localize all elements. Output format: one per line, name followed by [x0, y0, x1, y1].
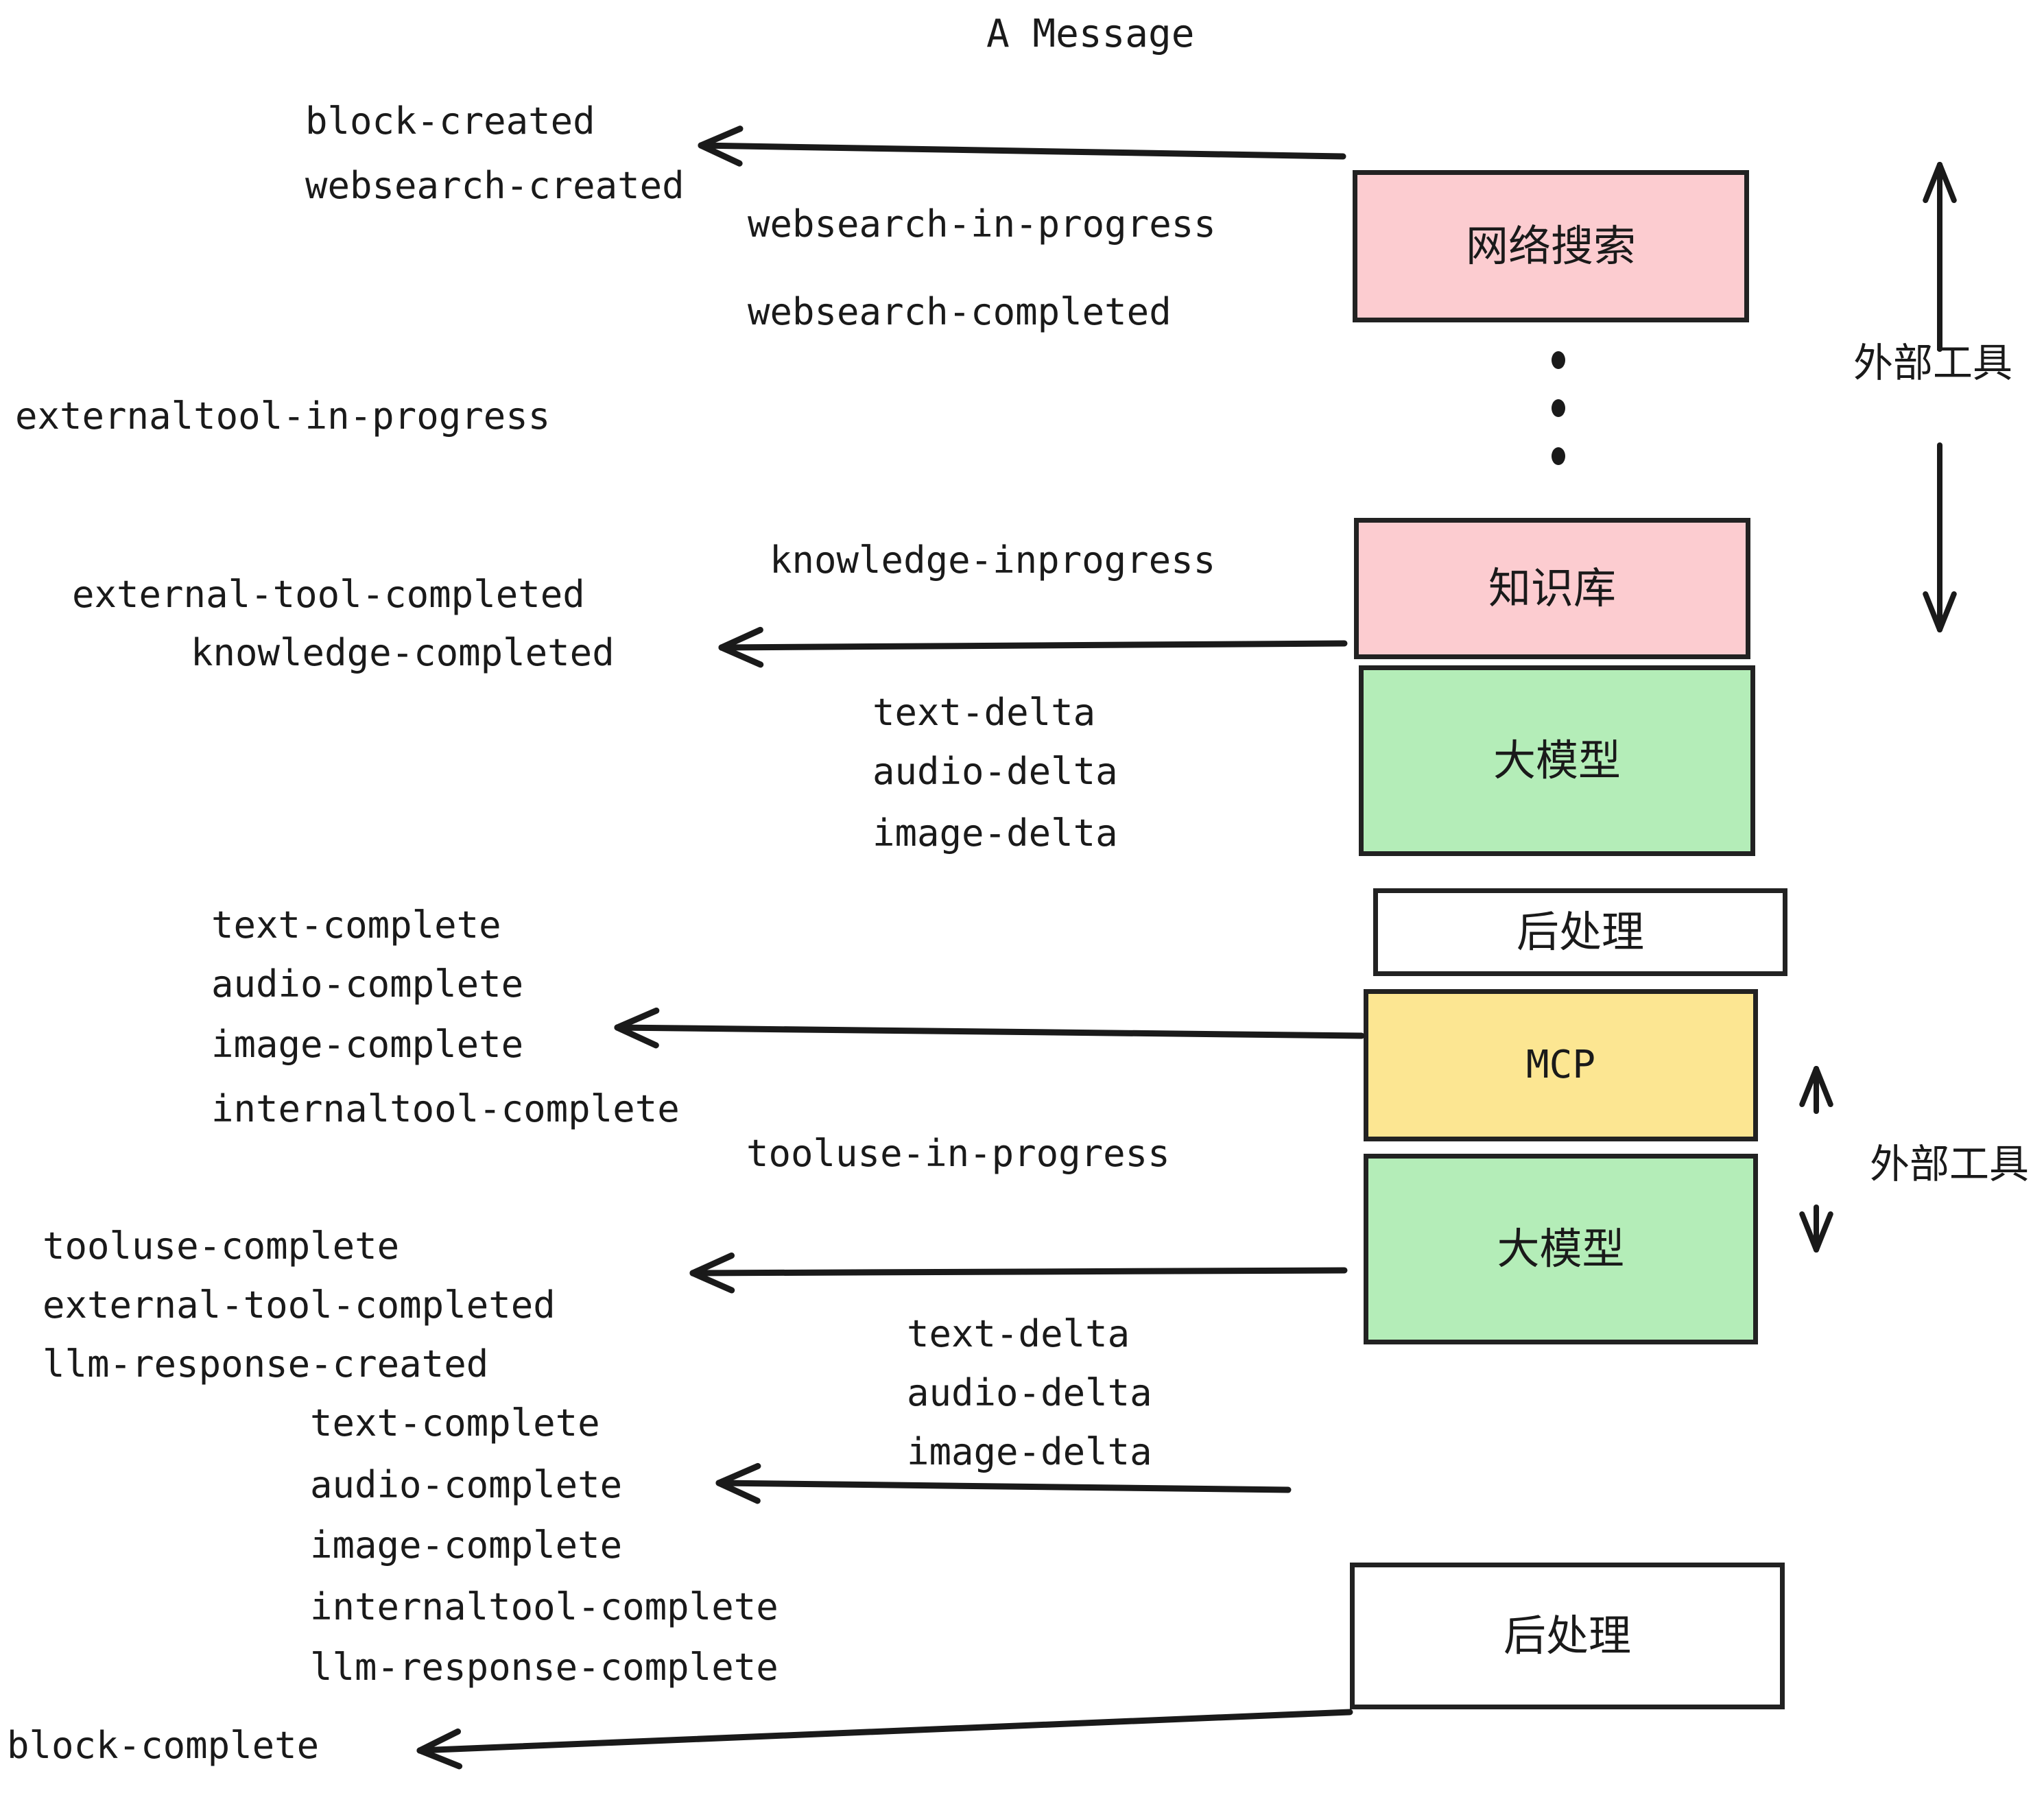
event-label-audio-delta-1: audio-delta — [872, 750, 1118, 793]
ellipsis-dot-icon — [1552, 351, 1565, 369]
arrow-tooluse-complete-head — [689, 1270, 735, 1294]
arrow-knowledge-completed-head — [718, 626, 763, 651]
node-box-llm-1[interactable]: 大模型 — [1359, 665, 1755, 856]
external-tools-arrow-bottom-head-down — [1814, 1211, 1833, 1253]
external-tools-arrow-bottom-head-down — [1799, 1211, 1819, 1253]
node-label-knowledge: 知识库 — [1488, 563, 1616, 613]
event-label-audio-complete-2: audio-complete — [310, 1463, 623, 1506]
arrow-image-complete-head — [614, 1024, 659, 1049]
node-box-knowledge[interactable]: 知识库 — [1354, 518, 1750, 659]
event-label-text-delta-1: text-delta — [872, 691, 1096, 734]
page-title: A Message — [986, 12, 1195, 56]
node-label-llm-2: 大模型 — [1497, 1224, 1625, 1274]
external-tools-arrow-top-head-down — [1937, 591, 1957, 632]
event-label-knowledge-inprogress: knowledge-inprogress — [770, 538, 1216, 582]
arrow-image-complete — [614, 1024, 1365, 1039]
arrow-tooluse-complete — [689, 1267, 1348, 1277]
external-tools-arrow-top-head-up — [1923, 162, 1942, 204]
arrow-block-created — [698, 142, 1346, 160]
event-label-externaltool-in-progress: externaltool-in-progress — [15, 394, 551, 438]
arrow-block-created-head — [698, 142, 743, 167]
event-label-tooluse-in-progress: tooluse-in-progress — [746, 1132, 1170, 1175]
arrow-block-complete-head — [416, 1728, 462, 1754]
event-label-external-tool-completed-1: external-tool-completed — [72, 573, 585, 616]
event-label-llm-response-created: llm-response-created — [43, 1342, 489, 1386]
event-label-internaltool-complete-2: internaltool-complete — [310, 1585, 779, 1628]
node-label-websearch: 网络搜索 — [1465, 221, 1636, 271]
arrow-audio-complete-head — [715, 1480, 761, 1504]
event-label-text-complete-2: text-complete — [310, 1401, 600, 1445]
event-label-audio-complete-1: audio-complete — [211, 962, 524, 1006]
arrow-knowledge-completed-head — [718, 644, 764, 668]
node-label-postprocess-2: 后处理 — [1503, 1611, 1631, 1661]
event-label-tooluse-complete: tooluse-complete — [43, 1224, 400, 1268]
arrow-image-complete-head — [614, 1007, 660, 1031]
event-label-websearch-completed: websearch-completed — [748, 290, 1172, 333]
node-label-llm-1: 大模型 — [1493, 735, 1621, 785]
arrow-knowledge-completed — [718, 640, 1348, 651]
event-label-image-delta-2: image-delta — [907, 1430, 1152, 1473]
event-label-text-delta-2: text-delta — [907, 1312, 1130, 1355]
event-label-knowledge-completed: knowledge-completed — [191, 631, 615, 674]
external-tools-arrow-bottom-head-up — [1799, 1066, 1819, 1108]
event-label-websearch-in-progress: websearch-in-progress — [748, 202, 1216, 246]
event-label-llm-response-complete: llm-response-complete — [310, 1646, 779, 1689]
ellipsis-dot-icon — [1552, 447, 1565, 465]
event-label-block-complete: block-complete — [7, 1724, 320, 1767]
event-label-block-created: block-created — [305, 99, 595, 143]
side-label-external-tools-top: 外部工具 — [1853, 340, 2013, 386]
event-label-image-delta-1: image-delta — [872, 811, 1118, 855]
node-box-mcp[interactable]: MCP — [1364, 989, 1758, 1141]
arrow-block-complete-head — [416, 1747, 463, 1770]
external-tools-arrow-top-head-down — [1923, 591, 1942, 632]
node-box-postprocess-1[interactable]: 后处理 — [1373, 888, 1787, 976]
node-label-mcp: MCP — [1525, 1043, 1596, 1087]
arrow-audio-complete-head — [715, 1462, 761, 1486]
ellipsis-dot-icon — [1552, 399, 1565, 417]
event-label-websearch-created: websearch-created — [305, 164, 685, 207]
side-label-external-tools-bottom: 外部工具 — [1870, 1141, 2030, 1187]
arrow-block-complete — [416, 1709, 1353, 1754]
event-label-external-tool-completed-2: external-tool-completed — [43, 1283, 556, 1327]
event-label-audio-delta-2: audio-delta — [907, 1371, 1152, 1414]
node-box-websearch[interactable]: 网络搜索 — [1353, 170, 1749, 322]
event-label-image-complete-2: image-complete — [310, 1523, 623, 1567]
arrow-audio-complete — [715, 1480, 1292, 1493]
node-label-postprocess-1: 后处理 — [1516, 907, 1644, 957]
node-box-postprocess-2[interactable]: 后处理 — [1350, 1563, 1785, 1709]
external-tools-arrow-top-head-up — [1937, 162, 1957, 204]
external-tools-arrow-bottom-head-up — [1814, 1066, 1833, 1108]
event-label-image-complete-1: image-complete — [211, 1023, 524, 1066]
event-label-internaltool-complete-1: internaltool-complete — [211, 1087, 680, 1130]
arrow-tooluse-complete-head — [689, 1252, 735, 1277]
node-box-llm-2[interactable]: 大模型 — [1364, 1154, 1758, 1344]
arrow-block-created-head — [698, 126, 744, 149]
event-label-text-complete-1: text-complete — [211, 903, 501, 947]
